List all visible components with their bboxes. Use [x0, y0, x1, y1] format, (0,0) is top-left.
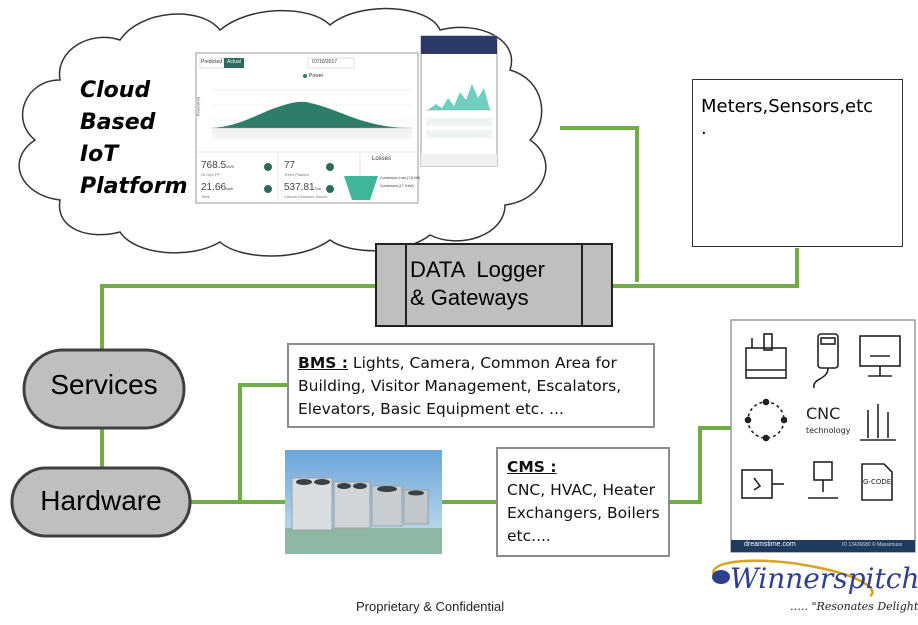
- services-label: Services: [50, 369, 158, 400]
- losses-funnel: [344, 176, 378, 200]
- cloud-platform-label: Cloud Based IoT Platform: [80, 75, 188, 203]
- winnerspitch-logo-text: Winnerspitch: [730, 562, 918, 595]
- dashboard-loss-2: Conversion (17.9 kW): [380, 184, 414, 188]
- dashboard-stat4-label: Carbon Emission Saved: [284, 194, 327, 199]
- data-logger-line-1: DATA Logger: [410, 257, 545, 282]
- connector-cms-cnc: [670, 426, 731, 504]
- phone-screenshot: [420, 35, 498, 167]
- dashboard-legend-power: Power: [309, 73, 324, 79]
- cnc-machine-icon: [745, 333, 787, 379]
- meters-sensors-dot: .: [701, 118, 707, 139]
- connector-logger-services: [100, 284, 376, 350]
- cloud-line-1: Cloud: [80, 78, 151, 103]
- cnc-sub-label: technology: [806, 426, 851, 435]
- cms-line-3: etc....: [507, 527, 551, 545]
- cnc-label: CNC: [806, 404, 841, 423]
- connectors: [100, 126, 799, 504]
- winnerspitch-logo-swoosh: [712, 559, 874, 598]
- dashboard-ylabel: Power(kW): [195, 96, 201, 117]
- bms-box: BMS : Lights, Camera, Common Area for Bu…: [287, 343, 655, 428]
- hardware-pill: [10, 466, 192, 538]
- dashboard-loss-1: Conversion Loss (7.8 kW): [380, 176, 421, 180]
- dashboard-stat1-value: 768.5kWh: [201, 160, 235, 171]
- cnc-motor-icon: [741, 469, 784, 499]
- bms-line-2: Building, Visitor Management, Escalators…: [298, 377, 622, 395]
- dashboard-date: 07/10/2017: [312, 59, 338, 65]
- gcode-label: G-CODE: [863, 478, 892, 486]
- hardware-label: Hardware: [40, 485, 162, 516]
- cms-line-2: Exchangers, Boilers: [507, 504, 660, 522]
- cloud-line-2: Based: [80, 110, 156, 135]
- dashboard-stat2-label: Total: [201, 194, 210, 199]
- connector-logger-meters: [612, 248, 799, 288]
- services-pill: [22, 348, 186, 430]
- dashboard-stat1-label: Of Gen PF: [201, 172, 221, 177]
- data-logger-line-2: & Gateways: [410, 285, 529, 310]
- winnerspitch-tagline: ….. "Resonates Delight": [790, 600, 918, 613]
- bms-line-3: Elevators, Basic Equipment etc. ...: [298, 400, 564, 418]
- hvac-photo: [285, 450, 442, 554]
- connector-cloud-logger: [560, 126, 639, 282]
- cnc-tool-bits-icon: [860, 404, 896, 441]
- gcode-file-icon: [861, 463, 893, 501]
- meters-sensors-box: Meters,Sensors,etc .: [692, 79, 903, 247]
- data-logger-box: [375, 243, 613, 327]
- power-area-chart: [212, 101, 412, 128]
- dashboard-losses-title: Losses: [372, 156, 392, 162]
- data-logger-label: DATA Logger & Gateways: [410, 256, 570, 312]
- cloud-line-3: IoT: [80, 142, 119, 167]
- dashboard-stat4-value: 537.81Ton: [284, 182, 322, 193]
- cnc-controller-icon: [813, 333, 839, 389]
- dashboard-stat2-value: 21.66kwh: [201, 182, 234, 193]
- cms-box: CMS : CNC, HVAC, Heater Exchangers, Boil…: [496, 447, 670, 557]
- dashboard-tab-actual: Actual: [227, 59, 241, 65]
- meters-sensors-title: Meters,Sensors,etc: [701, 96, 874, 117]
- dashboard-stat3-label: Trees Planted: [284, 172, 309, 177]
- cnc-footer-left: dreamstime.com: [744, 541, 796, 548]
- cnc-spindle-icon: [808, 461, 838, 499]
- cms-heading: CMS :: [507, 458, 557, 476]
- footer-confidential: Proprietary & Confidential: [356, 599, 505, 614]
- cloud-line-4: Platform: [80, 174, 188, 199]
- bms-line-1: Lights, Camera, Common Area for: [348, 354, 617, 372]
- cnc-monitor-icon: [859, 335, 901, 377]
- dashboard-screenshot: [195, 52, 419, 204]
- dashboard-stat3-value: 77: [284, 160, 296, 171]
- cnc-icons-panel: [730, 319, 916, 553]
- dashboard-tab-predicted: Predicted: [201, 59, 223, 65]
- bms-heading: BMS :: [298, 354, 348, 372]
- cms-line-1: CNC, HVAC, Heater: [507, 481, 656, 499]
- connector-bms: [238, 383, 287, 502]
- cnc-circle-path-icon: [744, 398, 788, 442]
- cnc-footer-right: ID 13436680 © Maxsimuss: [842, 542, 903, 548]
